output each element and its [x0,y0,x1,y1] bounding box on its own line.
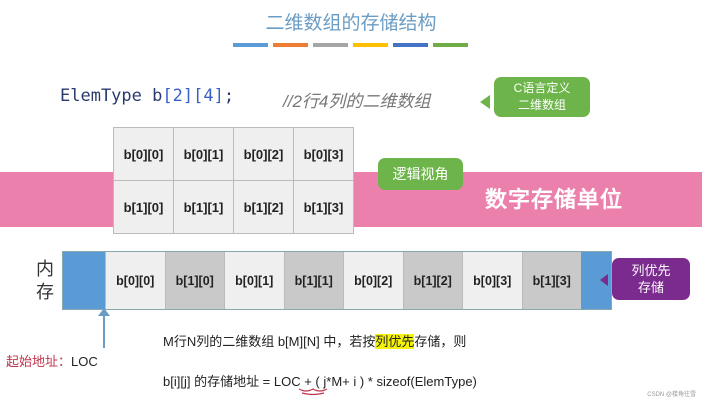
code-declaration: ElemType b[2][4]; [60,86,234,106]
divider-bar [433,43,468,47]
memory-label: 内存 [36,259,54,302]
table-cell: b[0][3] [293,127,354,181]
memory-cell: b[0][2] [343,252,403,309]
table-cell: b[0][1] [173,127,234,181]
description-line: M行N列的二维数组 b[M][N] 中，若按列优先存储，则 [163,331,466,350]
table-row: b[0][0]b[0][1]b[0][2]b[0][3] [113,127,354,181]
memory-cell: b[0][1] [224,252,284,309]
highlighted-text: 列优先 [375,334,415,349]
underline-squiggle [298,388,328,395]
address-formula: b[i][j] 的存储地址 = LOC + ( j*M+ i ) * sizeo… [163,374,477,389]
start-address: 起始地址：LOC [6,351,98,370]
table-cell: b[1][3] [293,180,354,234]
code-semicolon: ; [223,86,235,106]
slide-title: 二维数组的存储结构 [265,13,437,34]
memory-start-block [63,252,105,309]
divider-bar [353,43,388,47]
logical-view-table: b[0][0]b[0][1]b[0][2]b[0][3] b[1][0]b[1]… [113,127,354,234]
divider-bar [233,43,268,47]
table-row: b[1][0]b[1][1]b[1][2]b[1][3] [113,180,354,234]
color-divider [233,43,468,47]
memory-cell: b[1][2] [402,252,462,309]
text-part: M行N列的二维数组 b[M][N] 中，若按 [163,334,376,349]
memory-cell: b[1][0] [164,252,224,309]
callout-line: C语言定义 [513,81,571,95]
credit-watermark: CSDN @楼角往雪 [647,392,696,398]
divider-bar [273,43,308,47]
callout-line: 二维数组 [517,98,566,112]
code-index: [2] [162,86,194,106]
start-address-value: LOC [71,354,98,369]
memory-cell: b[1][1] [283,252,343,309]
memory-cell: b[1][3] [521,252,581,309]
text-part: 存储，则 [414,334,467,349]
code-comment: //2行4列的二维数组 [283,92,431,111]
table-cell: b[0][2] [233,127,294,181]
c-definition-callout: C语言定义二维数组 [480,77,590,117]
table-cell: b[0][0] [113,127,174,181]
memory-bar: b[0][0] b[1][0] b[0][1] b[1][1] b[0][2] … [62,251,612,310]
code-name: b [141,86,163,106]
code-type: ElemType [60,86,142,106]
callout-line: 列优先 [631,263,671,278]
divider-bar [313,43,348,47]
memory-cell: b[0][0] [105,252,165,309]
start-address-label: 起始地址： [6,354,72,369]
memory-cell: b[0][3] [462,252,522,309]
callout-line: 存储 [637,280,664,295]
table-cell: b[1][2] [233,180,294,234]
column-major-callout: 列优先存储 [600,258,690,300]
divider-bar [393,43,428,47]
arrow-up-icon [98,308,110,348]
table-cell: b[1][1] [173,180,234,234]
code-index: [4] [193,86,224,106]
logic-view-callout: 逻辑视角 [378,158,463,190]
table-cell: b[1][0] [113,180,174,234]
